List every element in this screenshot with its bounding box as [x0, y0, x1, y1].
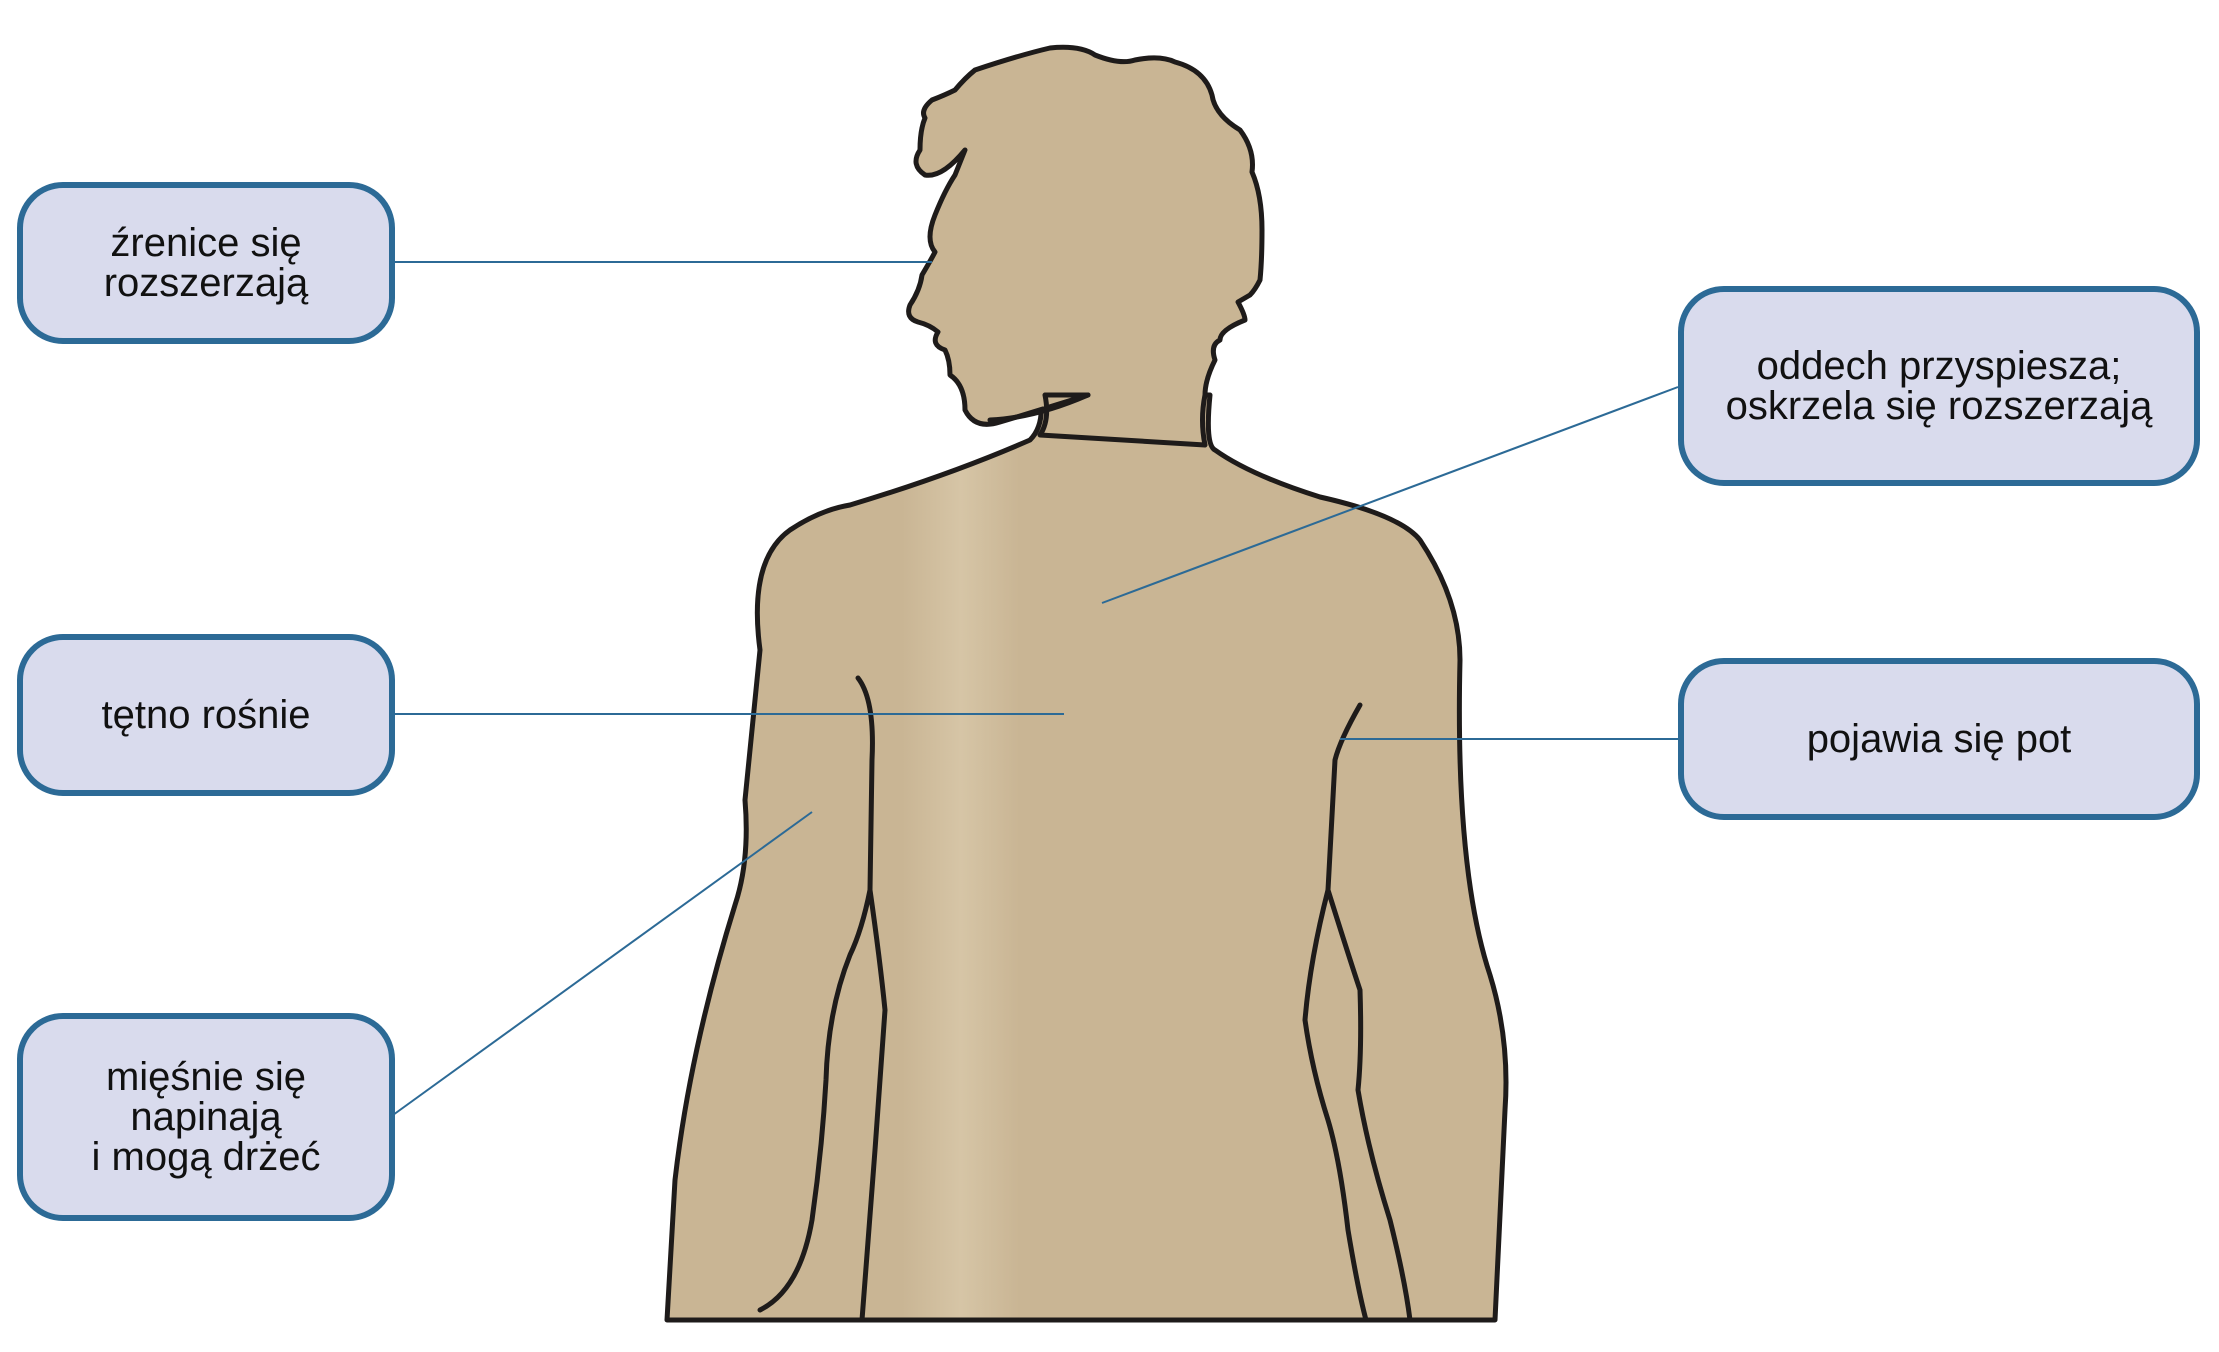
label-muscles-line-3: i mogą drżeć [91, 1135, 321, 1179]
label-muscles: mięśnie się napinają i mogą drżeć [17, 1013, 395, 1221]
label-pupils-line-1: źrenice się [110, 221, 302, 265]
label-pupils: źrenice się rozszerzają [17, 182, 395, 344]
label-sweat-line-1: pojawia się pot [1806, 717, 2072, 761]
jaw-line [987, 392, 1091, 423]
right-arm-inner-contour [1325, 702, 1413, 1323]
label-heart-rate-line-1: tętno rośnie [101, 693, 311, 737]
human-silhouette [664, 44, 1509, 1323]
right-torso-contour [1302, 887, 1369, 1323]
label-muscles-line-2: napinają [130, 1095, 282, 1139]
torso-shape [664, 392, 1509, 1323]
leader-line-muscles [392, 811, 813, 1116]
label-sweat: pojawia się pot [1678, 658, 2200, 820]
label-pupils-line-2: rozszerzają [103, 261, 309, 305]
label-breathing: oddech przyspiesza; oskrzela się rozszer… [1678, 286, 2200, 486]
left-torso-contour [859, 887, 888, 1323]
label-breathing-line-2: oskrzela się rozszerzają [1725, 384, 2153, 428]
leader-lines [392, 261, 1679, 1116]
left-arm-inner-contour [757, 675, 875, 1313]
leader-line-breathing [1101, 386, 1679, 604]
label-muscles-line-1: mięśnie się [105, 1055, 307, 1099]
head-shape [906, 44, 1265, 448]
label-heart-rate: tętno rośnie [17, 634, 395, 796]
label-breathing-line-1: oddech przyspiesza; [1756, 344, 2122, 388]
